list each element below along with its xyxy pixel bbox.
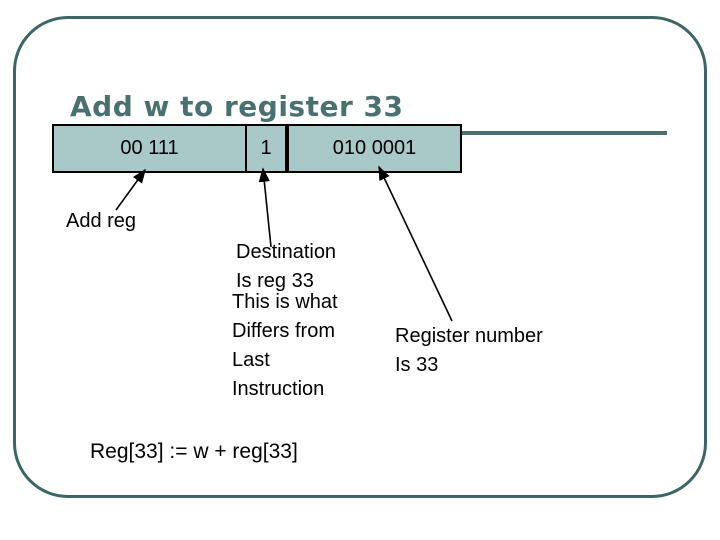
instruction-field-register-number: 010 0001 [287,124,462,173]
label-differs-line2: Differs from [232,320,335,342]
label-differs-line3: Last [232,349,270,371]
label-destination: Destination Is reg 33 [236,238,336,296]
label-register-number-line1: Register number [395,325,543,347]
label-register-number: Register number Is 33 [395,322,543,380]
label-differs-line4: Instruction [232,378,325,400]
label-add-reg: Add reg [66,210,137,232]
instruction-word-box: 00 111 1 010 0001 [52,124,462,173]
formula-text: Reg[33] := w + reg[33] [90,440,298,463]
slide-title: Add w to register 33 [70,90,404,123]
label-differs: This is what Differs from Last Instructi… [232,288,338,404]
label-destination-line2: Is reg 33 [236,270,314,292]
label-register-number-line2: Is 33 [395,354,439,376]
label-differs-line1: This is what [232,291,338,313]
instruction-field-destination-bit: 1 [247,124,287,173]
title-accent-rule [462,131,667,135]
instruction-field-opcode: 00 111 [52,124,247,173]
slide-frame-border [13,16,707,498]
label-destination-line1: Destination [236,241,337,263]
